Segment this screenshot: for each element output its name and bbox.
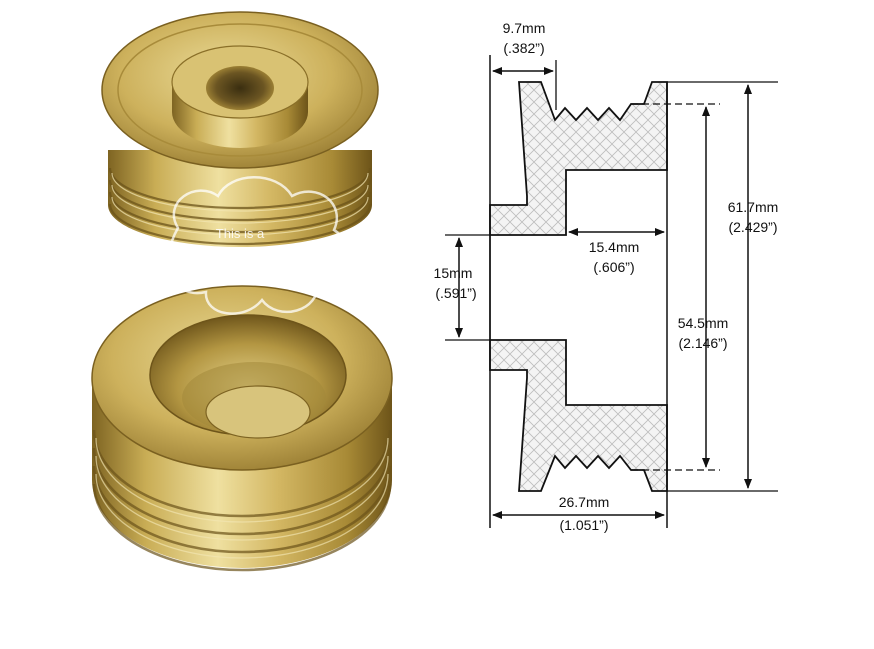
label-groove-mm: 54.5mm — [678, 315, 729, 331]
pulley-top-body — [108, 150, 372, 247]
section-upper-half — [489, 81, 668, 236]
pulley-photo-bottom — [91, 285, 393, 572]
label-flange-in: (.382”) — [503, 40, 544, 56]
label-od-in: (2.429”) — [728, 219, 777, 235]
watermark-cloud — [167, 176, 349, 315]
label-bore-in: (.591”) — [435, 285, 476, 301]
label-bore-mm: 15mm — [434, 265, 473, 281]
label-hub-in: (.606”) — [593, 259, 634, 275]
pulley-bottom-grooves — [92, 429, 392, 572]
watermark-line2: Copyrighted — [217, 248, 287, 263]
label-hub-mm: 15.4mm — [589, 239, 640, 255]
pulley-bottom-bore — [205, 385, 311, 439]
label-width-mm: 26.7mm — [559, 494, 610, 510]
label-width-in: (1.051”) — [559, 517, 608, 533]
pulley-top-grooves — [108, 167, 372, 246]
section-lower-half — [489, 339, 668, 492]
pulley-top-bore — [206, 66, 274, 110]
watermark-line3: Photograph — [218, 270, 285, 285]
watermark-line1: This is a — [216, 226, 265, 241]
cross-section-drawing: 9.7mm (.382”) 61.7mm (2.429”) 54.5mm (2.… — [434, 20, 779, 533]
label-od-mm: 61.7mm — [728, 199, 779, 215]
label-groove-in: (2.146”) — [678, 335, 727, 351]
label-flange-mm: 9.7mm — [503, 20, 546, 36]
watermark: This is a Copyrighted Photograph — [167, 176, 349, 315]
pulley-photo-top — [101, 11, 379, 247]
